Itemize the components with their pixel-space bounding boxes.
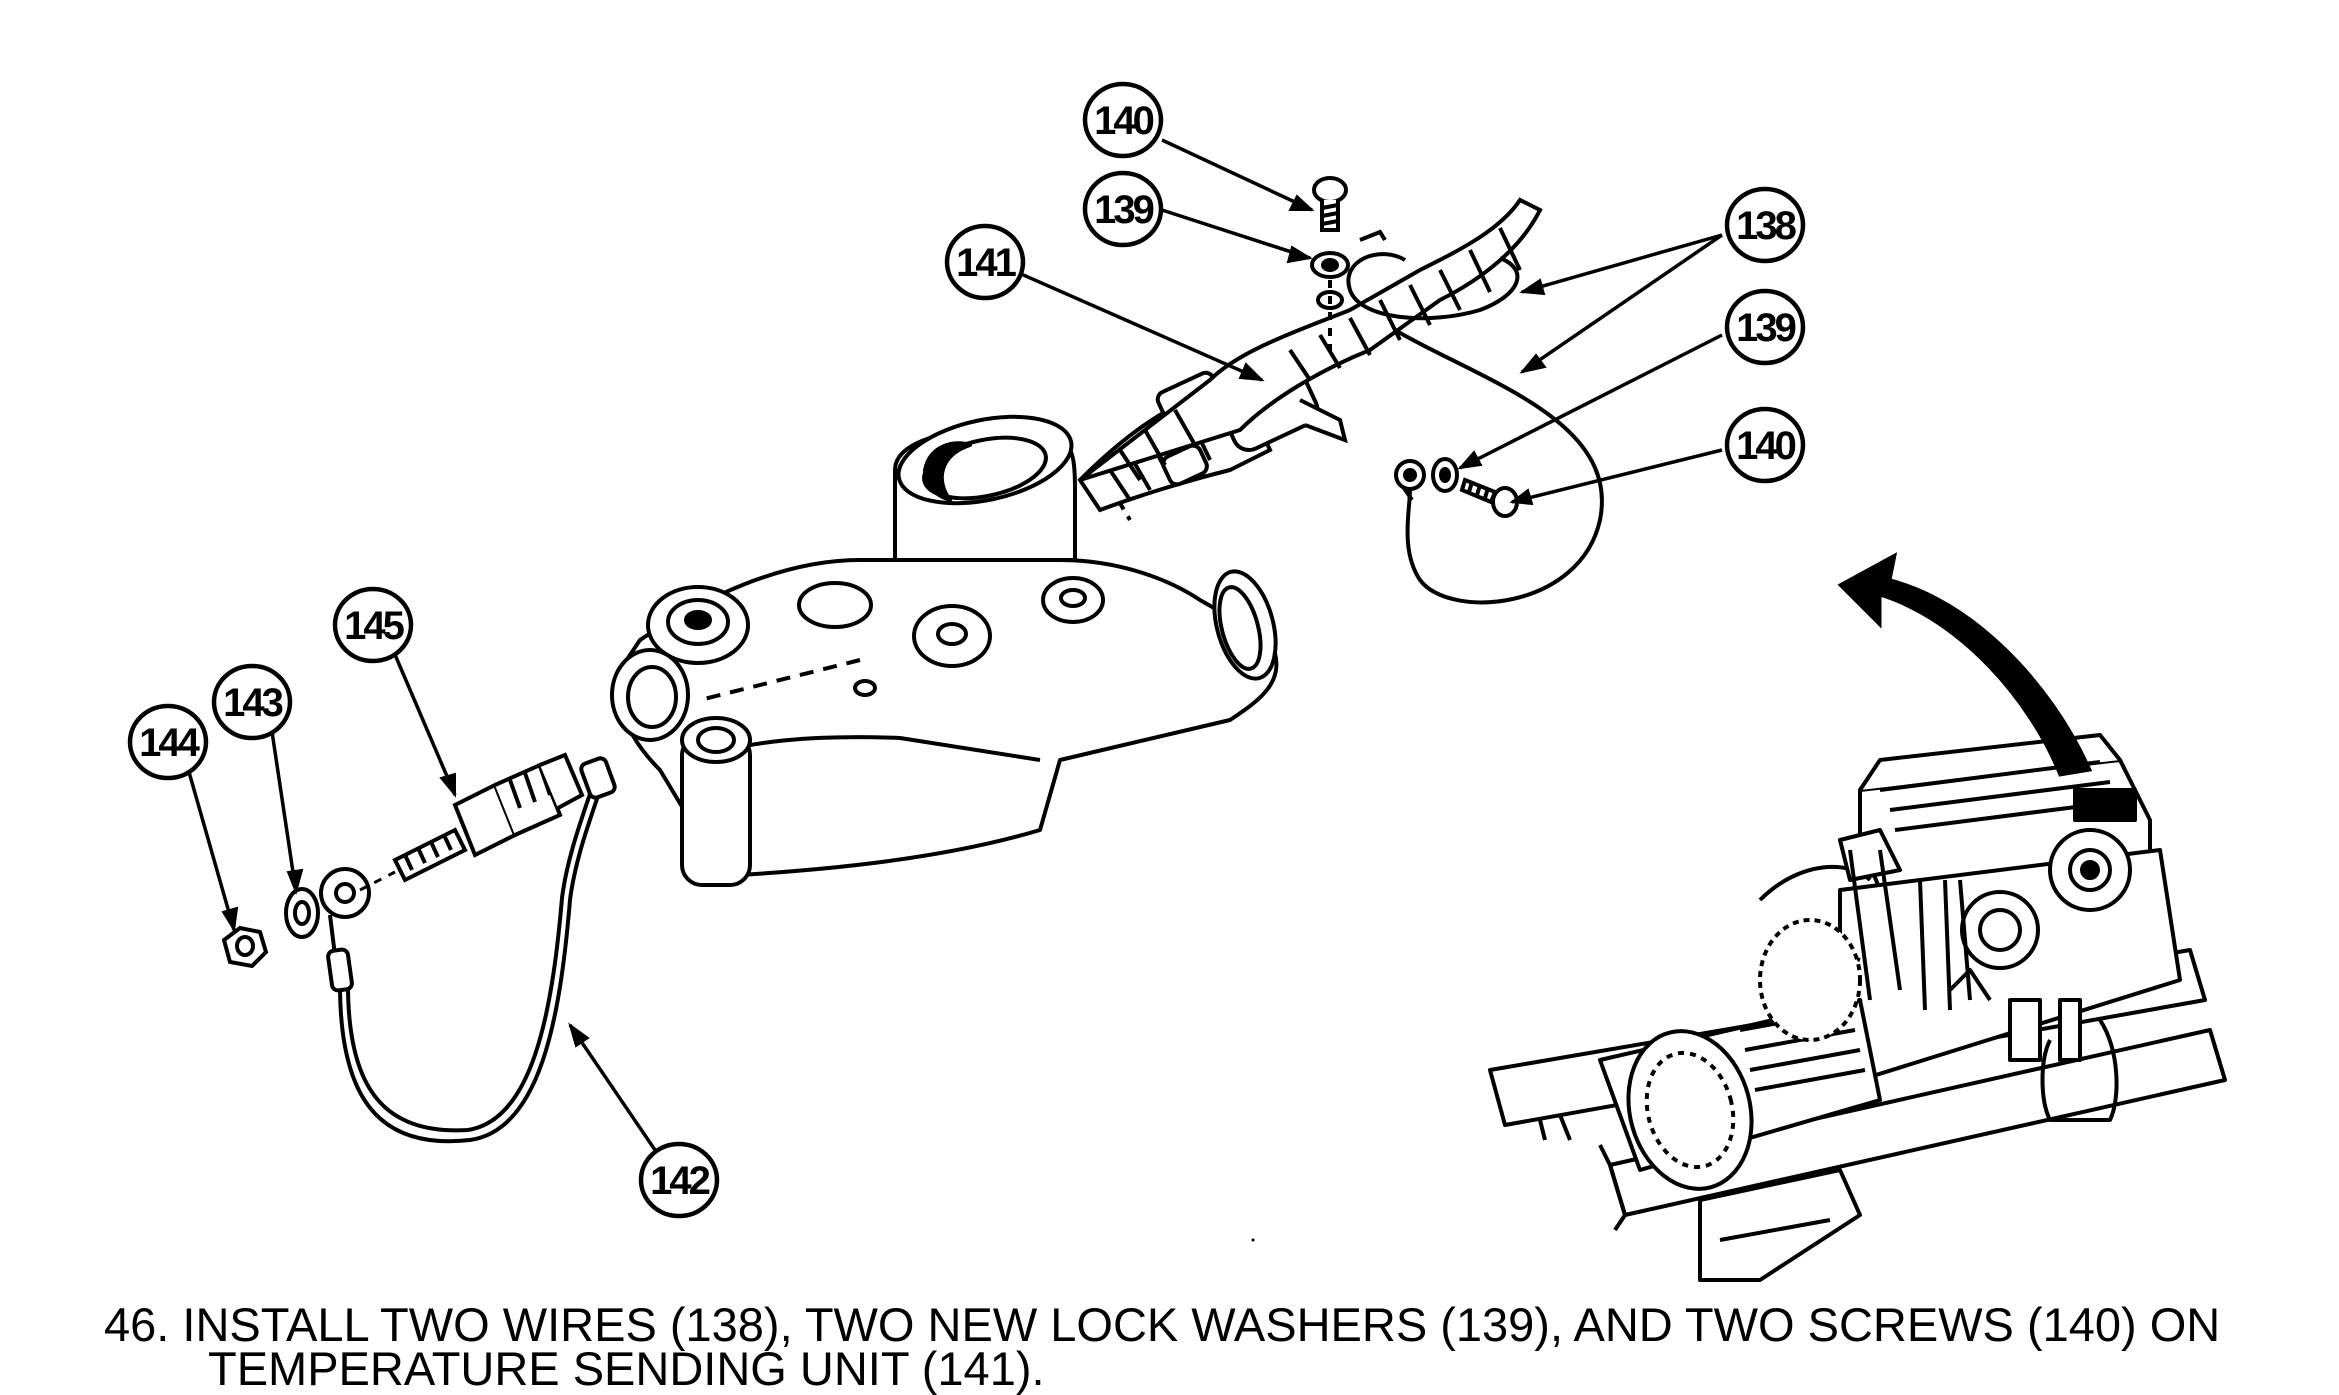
lock-washer-139-top xyxy=(1310,251,1350,360)
callout-139-top: 139 xyxy=(1082,170,1164,248)
location-arrow xyxy=(1837,552,2093,777)
callout-label: 140 xyxy=(1094,99,1153,143)
callout-label: 139 xyxy=(1094,188,1153,232)
nut-144 xyxy=(221,925,269,969)
callout-label: 145 xyxy=(344,604,404,648)
leader-arrowheads xyxy=(221,194,1547,1048)
wire-harness-boot xyxy=(1078,197,1604,605)
callout-143: 143 xyxy=(211,663,293,741)
callout-141: 141 xyxy=(944,223,1026,301)
stray-dot xyxy=(1251,1238,1255,1242)
wire-142 xyxy=(319,756,617,1144)
instruction-line-2: TEMPERATURE SENDING UNIT (141). xyxy=(208,1342,1045,1395)
screw-140-right xyxy=(1459,477,1519,518)
lock-washer-143 xyxy=(284,887,320,939)
assembly-axis-line xyxy=(359,870,396,892)
step-instruction: 46. INSTALL TWO WIRES (138), TWO NEW LOC… xyxy=(104,1301,2304,1395)
callout-label: 138 xyxy=(1736,204,1796,248)
sending-unit-145 xyxy=(392,752,585,883)
callout-144: 144 xyxy=(127,703,209,781)
lock-washer-139-right xyxy=(1431,457,1459,493)
screw-140-top xyxy=(1312,176,1348,232)
callout-139-right: 139 xyxy=(1724,288,1806,366)
callout-label: 144 xyxy=(139,721,200,765)
callout-140-right: 140 xyxy=(1724,406,1806,484)
callout-label: 140 xyxy=(1736,424,1795,468)
callout-label: 139 xyxy=(1736,306,1795,350)
vehicle-inset-illustration xyxy=(1488,733,2227,1282)
callout-140-top: 140 xyxy=(1082,81,1164,159)
instruction-line-1: 46. INSTALL TWO WIRES (138), TWO NEW LOC… xyxy=(104,1298,2221,1351)
leader-lines xyxy=(185,138,1723,1151)
callout-145: 145 xyxy=(332,586,414,664)
callout-label: 143 xyxy=(223,681,282,725)
callout-label: 141 xyxy=(956,241,1016,285)
callout-138: 138 xyxy=(1724,186,1806,264)
callout-label: 142 xyxy=(650,1159,709,1203)
callout-142: 142 xyxy=(638,1141,720,1219)
thermostat-housing xyxy=(610,414,1279,887)
